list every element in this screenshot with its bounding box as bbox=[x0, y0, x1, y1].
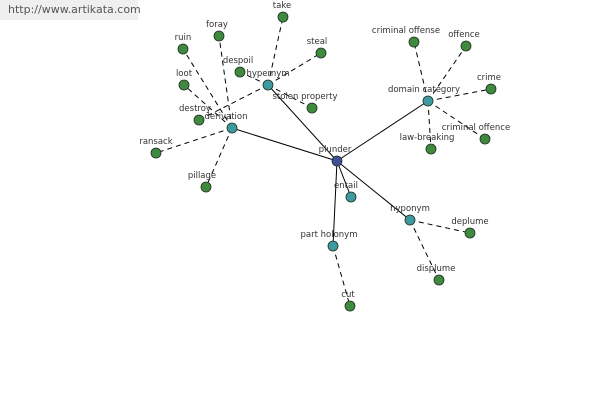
edge-derivation-loot bbox=[183, 84, 233, 129]
leaf-node-steal[interactable] bbox=[315, 47, 327, 59]
leaf-label-ruin: ruin bbox=[175, 33, 192, 43]
edge-derivation-ransack bbox=[155, 127, 233, 154]
leaf-label-cut: cut bbox=[341, 290, 355, 300]
relation-label-derivation: derivation bbox=[204, 112, 247, 122]
leaf-label-law-breaking: law-breaking bbox=[400, 133, 455, 143]
relation-node-entail[interactable] bbox=[345, 191, 357, 203]
leaf-node-destroy[interactable] bbox=[193, 114, 205, 126]
watermark-url: http://www.artikata.com bbox=[0, 0, 141, 20]
leaf-label-criminal-offence: criminal offence bbox=[442, 123, 510, 133]
leaf-node-despoil[interactable] bbox=[234, 66, 246, 78]
relation-node-domain-category[interactable] bbox=[422, 95, 434, 107]
edge-derivation-pillage bbox=[205, 127, 233, 188]
edge-plunder-hyponym bbox=[336, 160, 411, 221]
edge-plunder-domain-category bbox=[336, 100, 429, 162]
relation-node-derivation[interactable] bbox=[226, 122, 238, 134]
leaf-node-criminal-offence[interactable] bbox=[479, 133, 491, 145]
leaf-node-foray[interactable] bbox=[213, 30, 225, 42]
edge-hypernym-take bbox=[267, 16, 284, 86]
leaf-label-steal: steal bbox=[307, 37, 328, 47]
leaf-label-destroy: destroy bbox=[179, 104, 211, 114]
relation-label-part-holonym: part holonym bbox=[301, 230, 358, 240]
graph-edges bbox=[155, 16, 492, 307]
edge-part-holonym-cut bbox=[332, 245, 351, 307]
leaf-label-stolen-property: stolen property bbox=[272, 92, 337, 102]
leaf-node-crime[interactable] bbox=[485, 83, 497, 95]
center-node-plunder[interactable] bbox=[331, 155, 343, 167]
edge-plunder-part-holonym bbox=[332, 160, 338, 247]
leaf-label-ransack: ransack bbox=[139, 137, 172, 147]
leaf-node-law-breaking[interactable] bbox=[425, 143, 437, 155]
edge-plunder-hypernym bbox=[267, 84, 338, 162]
leaf-label-foray: foray bbox=[206, 20, 228, 30]
leaf-label-despoil: despoil bbox=[223, 56, 253, 66]
leaf-node-pillage[interactable] bbox=[200, 181, 212, 193]
leaf-label-crime: crime bbox=[477, 73, 501, 83]
edge-derivation-foray bbox=[218, 35, 233, 129]
leaf-label-deplume: deplume bbox=[451, 217, 488, 227]
leaf-label-displume: displume bbox=[417, 264, 456, 274]
relation-node-hypernym[interactable] bbox=[262, 79, 274, 91]
edge-hypernym-steal bbox=[267, 52, 322, 86]
leaf-node-displume[interactable] bbox=[433, 274, 445, 286]
leaf-label-loot: loot bbox=[176, 69, 193, 79]
relation-label-hypernym: hypernym bbox=[246, 69, 289, 79]
relation-node-part-holonym[interactable] bbox=[327, 240, 339, 252]
relation-label-entail: entail bbox=[334, 181, 358, 191]
edge-hyponym-deplume bbox=[409, 219, 471, 234]
edge-hypernym-destroy bbox=[198, 84, 269, 121]
leaf-node-ruin[interactable] bbox=[177, 43, 189, 55]
edge-domain-category-crime bbox=[427, 88, 492, 102]
edge-domain-category-criminal-offense bbox=[413, 41, 429, 102]
relation-label-hyponym: hyponym bbox=[390, 204, 430, 214]
leaf-label-pillage: pillage bbox=[188, 171, 216, 181]
leaf-label-criminal-offense: criminal offense bbox=[372, 26, 440, 36]
graph-nodes bbox=[150, 11, 497, 312]
edge-derivation-ruin bbox=[182, 48, 233, 129]
graph-labels: plunder hypernym derivation domain category… bbox=[139, 1, 510, 300]
edge-domain-category-criminal-offence bbox=[427, 100, 486, 140]
relation-label-domain-category: domain category bbox=[388, 85, 460, 95]
leaf-label-offence: offence bbox=[448, 30, 480, 40]
leaf-node-offence[interactable] bbox=[460, 40, 472, 52]
leaf-node-deplume[interactable] bbox=[464, 227, 476, 239]
relation-node-hyponym[interactable] bbox=[404, 214, 416, 226]
leaf-node-stolen-property[interactable] bbox=[306, 102, 318, 114]
leaf-node-ransack[interactable] bbox=[150, 147, 162, 159]
edge-domain-category-offence bbox=[427, 45, 467, 102]
leaf-node-cut[interactable] bbox=[344, 300, 356, 312]
edge-domain-category-law-breaking bbox=[427, 100, 432, 150]
leaf-node-criminal-offense[interactable] bbox=[408, 36, 420, 48]
edge-plunder-entail bbox=[336, 160, 352, 198]
leaf-node-loot[interactable] bbox=[178, 79, 190, 91]
edge-plunder-derivation bbox=[231, 127, 338, 162]
edge-hyponym-displume bbox=[409, 219, 440, 281]
leaf-node-take[interactable] bbox=[277, 11, 289, 23]
leaf-label-take: take bbox=[273, 1, 291, 11]
center-label-plunder: plunder bbox=[319, 145, 352, 155]
